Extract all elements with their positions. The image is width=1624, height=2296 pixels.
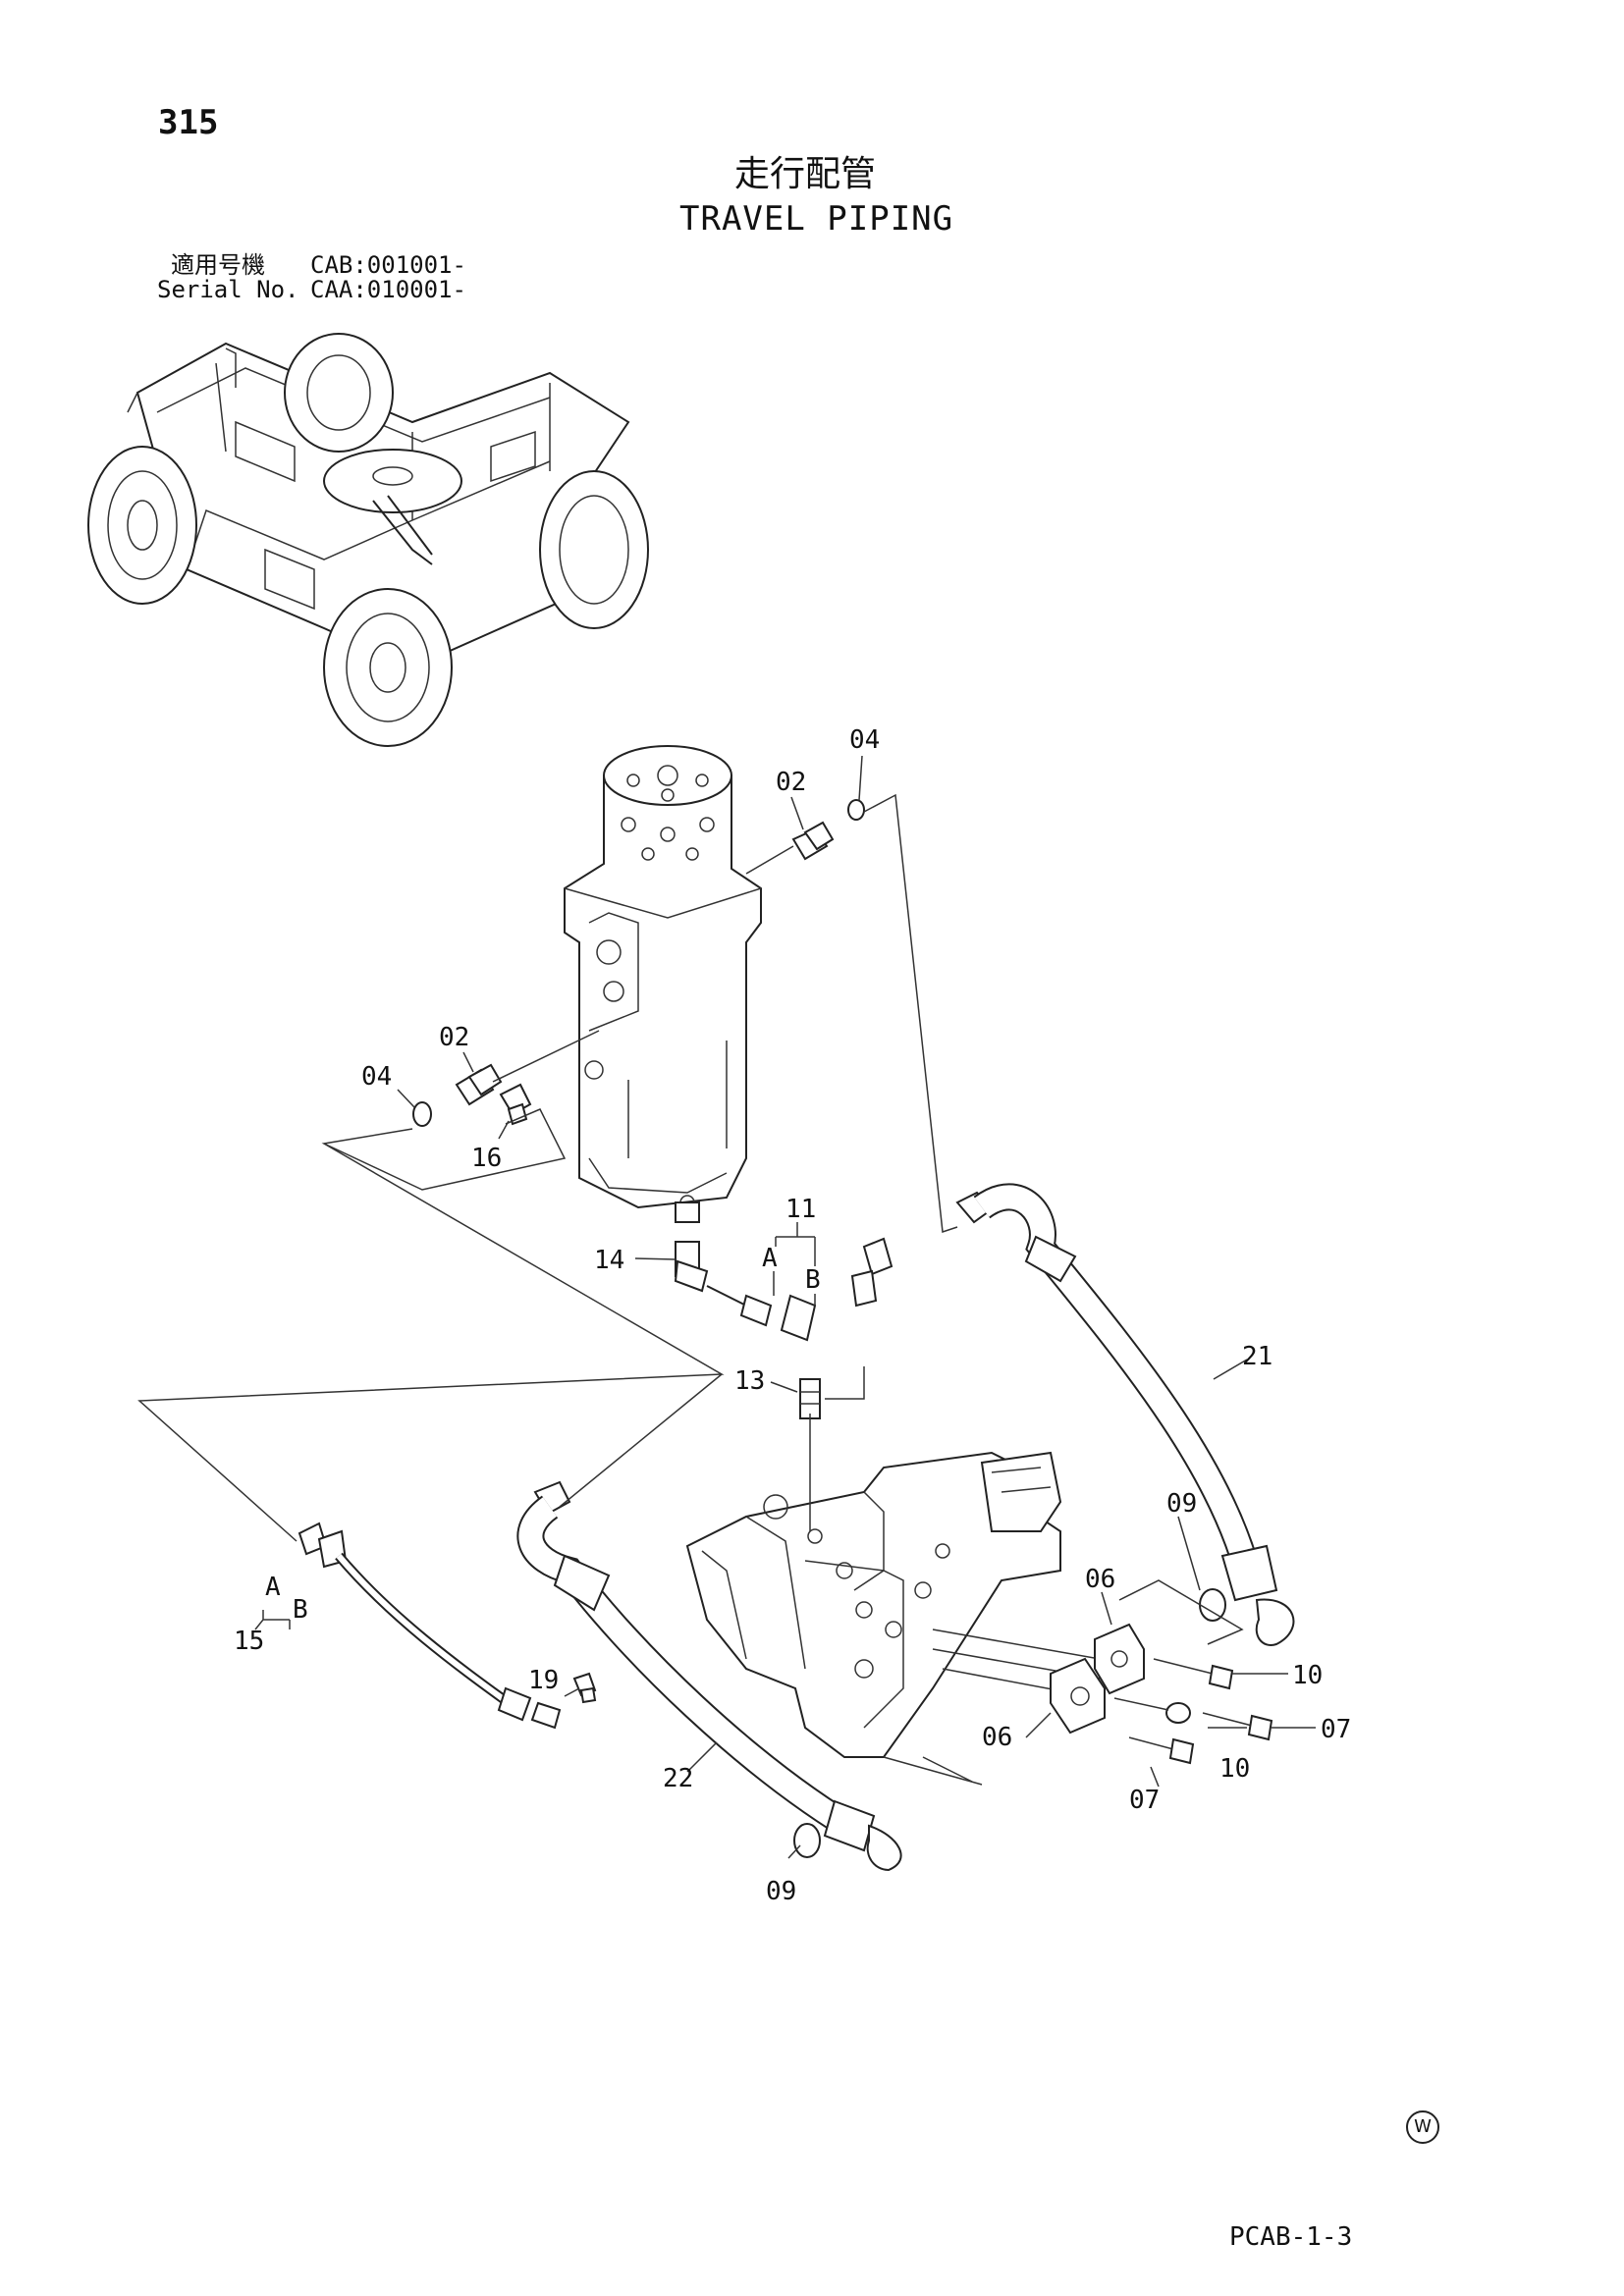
callout-leaders xyxy=(397,755,1316,1859)
bolt-07-lower xyxy=(1128,1736,1195,1765)
split-flange-06-lower xyxy=(1050,1657,1106,1735)
callout-04-upper: 04 xyxy=(849,725,880,755)
callout-02-upper: 02 xyxy=(776,768,806,797)
callout-07-right: 07 xyxy=(1321,1715,1351,1744)
hose-22 xyxy=(516,1480,902,1872)
callout-02-left: 02 xyxy=(439,1023,469,1052)
adapter-13 xyxy=(799,1378,821,1419)
hose-15 xyxy=(298,1522,562,1730)
title-english: TRAVEL PIPING xyxy=(679,199,954,239)
callout-15-b: B xyxy=(293,1595,308,1625)
callout-22: 22 xyxy=(663,1764,693,1793)
machine-overview-illustration xyxy=(87,333,649,747)
callout-11-a: A xyxy=(762,1244,778,1273)
bolt-10-upper xyxy=(1153,1658,1234,1690)
callout-15-bracket xyxy=(254,1610,291,1630)
callout-10-upper: 10 xyxy=(1292,1661,1323,1690)
w-mark-symbol: W xyxy=(1406,2110,1439,2144)
o-ring-04-left xyxy=(412,1101,432,1127)
bolt-07-right xyxy=(1202,1712,1273,1741)
callout-07-lower: 07 xyxy=(1129,1786,1160,1815)
callout-10-lower: 10 xyxy=(1219,1754,1250,1784)
serial-number-value-caa: CAA:010001- xyxy=(310,276,466,303)
callout-16: 16 xyxy=(471,1144,502,1173)
title-japanese: 走行配管 xyxy=(734,154,877,194)
callout-14: 14 xyxy=(594,1246,624,1275)
callout-15-a: A xyxy=(265,1573,281,1602)
fitting-02-upper xyxy=(745,821,835,875)
assembly-reference-lines xyxy=(137,793,1244,1786)
elbow-14 xyxy=(674,1241,709,1293)
split-flange-06-upper xyxy=(1094,1623,1145,1695)
callout-09-upper: 09 xyxy=(1166,1489,1197,1519)
hose-21 xyxy=(955,1183,1295,1646)
applicable-serial-value-cab: CAB:001001- xyxy=(310,251,466,279)
callout-21: 21 xyxy=(1242,1342,1272,1371)
fitting-02-left xyxy=(455,1030,600,1106)
swivel-joint xyxy=(564,745,762,1223)
o-ring-09-lower xyxy=(793,1823,821,1858)
o-ring-09-upper xyxy=(1199,1588,1226,1622)
hose-11 xyxy=(706,1237,942,1342)
callout-15: 15 xyxy=(234,1627,264,1656)
callout-11-bracket xyxy=(773,1222,816,1306)
callout-06-upper: 06 xyxy=(1085,1565,1115,1594)
callout-13: 13 xyxy=(734,1366,765,1396)
callout-11: 11 xyxy=(785,1195,816,1224)
page-number: 315 xyxy=(158,103,219,142)
washer-10-lower xyxy=(1113,1697,1191,1724)
callout-09-lower: 09 xyxy=(766,1877,796,1906)
drawing-code: PCAB-1-3 xyxy=(1229,2222,1353,2252)
callout-04-left: 04 xyxy=(361,1062,392,1092)
callout-11-b: B xyxy=(805,1265,821,1295)
elbow-19 xyxy=(572,1672,597,1704)
elbow-16 xyxy=(499,1083,532,1126)
o-ring-04-upper xyxy=(847,799,865,821)
callout-19: 19 xyxy=(528,1666,559,1695)
applicable-serial-label-ja: 適用号機 xyxy=(171,251,265,279)
travel-motor-assembly xyxy=(685,1451,1101,1758)
callout-06-lower: 06 xyxy=(982,1723,1012,1752)
serial-number-label: Serial No. xyxy=(157,276,299,303)
